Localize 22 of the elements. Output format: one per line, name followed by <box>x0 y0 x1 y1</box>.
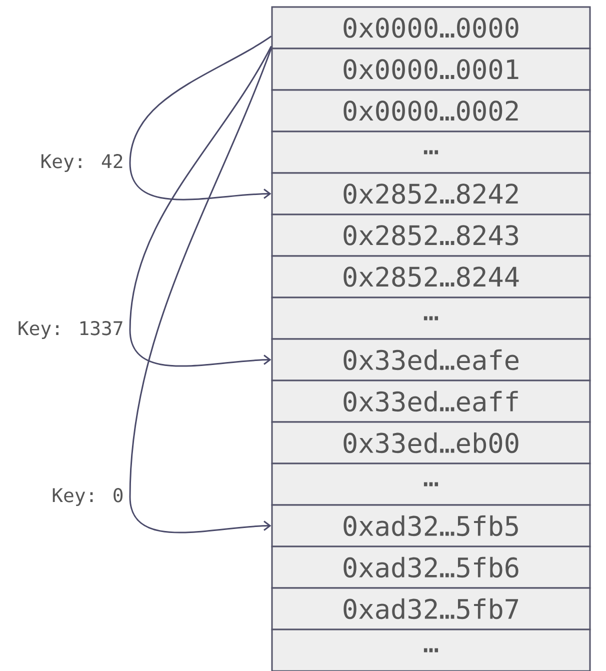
key-label: Key: 42 <box>42 154 122 172</box>
arrow <box>129 496 272 534</box>
memory-cell: … <box>271 130 591 174</box>
memory-cell: 0x33ed…eafe <box>271 338 591 382</box>
memory-cell: 0x2852…8243 <box>271 214 591 257</box>
memory-cell: 0x0000…0002 <box>271 89 591 132</box>
memory-cell: … <box>271 462 591 506</box>
memory-cell: 0x33ed…eb00 <box>271 421 591 464</box>
memory-cell: 0xad32…5fb6 <box>271 546 591 589</box>
memory-cell: … <box>271 628 591 671</box>
memory-cell: 0x2852…8244 <box>271 255 591 298</box>
memory-cell: … <box>271 296 591 340</box>
memory-cell: 0x0000…0000 <box>271 6 591 50</box>
key-label: Key: 0 <box>52 488 123 506</box>
key-label: Key: 1337 <box>18 321 122 339</box>
arrow <box>129 162 272 200</box>
memory-cell: 0x2852…8242 <box>271 172 591 216</box>
memory-cell: 0x33ed…eaff <box>271 380 591 423</box>
memory-cell: 0xad32…5fb5 <box>271 504 591 548</box>
memory-cell: 0xad32…5fb7 <box>271 587 591 630</box>
arrow <box>129 330 272 367</box>
memory-cell: 0x0000…0001 <box>271 48 591 91</box>
